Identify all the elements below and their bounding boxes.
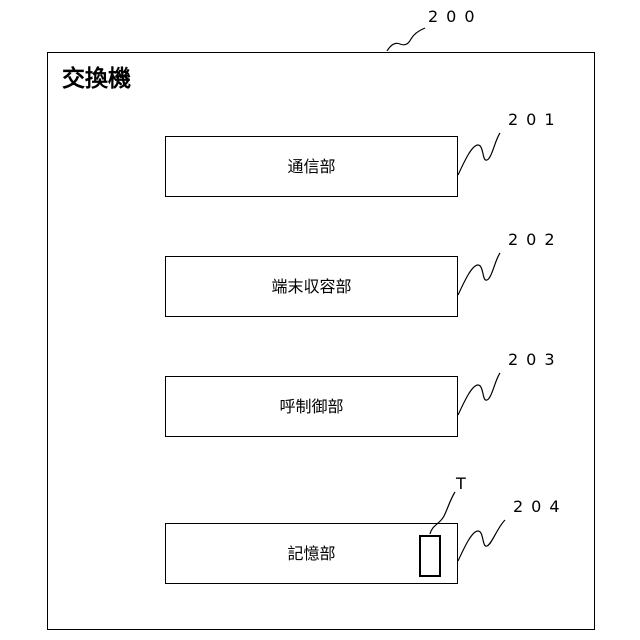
call-control-unit-label: 呼制御部: [279, 397, 343, 417]
communication-unit-box: 通信部: [165, 136, 458, 197]
terminal-accommodation-unit-ref-number: 202: [508, 230, 563, 250]
storage-unit-box: 記憶部: [165, 523, 458, 584]
call-control-unit-box: 呼制御部: [165, 376, 458, 437]
exchange-leader-line: [387, 28, 425, 51]
terminal-accommodation-unit-box: 端末収容部: [165, 256, 458, 317]
storage-unit-label: 記憶部: [287, 544, 335, 564]
stored-item-t-rect: [419, 535, 441, 577]
storage-unit-ref-number: 204: [513, 497, 568, 517]
exchange-label: 交換機: [62, 64, 131, 94]
terminal-accommodation-unit-label: 端末収容部: [271, 277, 351, 297]
call-control-unit-ref-number: 203: [508, 350, 563, 370]
communication-unit-ref-number: 201: [508, 110, 563, 130]
stored-item-t-label: T: [456, 474, 466, 494]
exchange-ref-number: 200: [428, 7, 483, 27]
communication-unit-label: 通信部: [287, 157, 335, 177]
